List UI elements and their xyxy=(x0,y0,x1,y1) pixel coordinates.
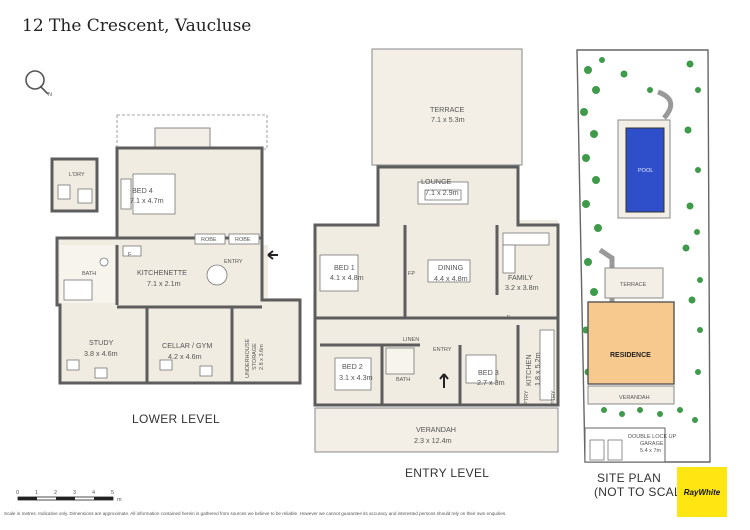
scale-tick-4: 4 xyxy=(92,490,95,496)
room-kitchenette: KITCHENETTE xyxy=(137,268,187,277)
site-garage-label-2: GARAGE xyxy=(640,441,664,447)
room-entry-hall: ENTRY xyxy=(433,347,452,353)
room-study: STUDY xyxy=(89,338,114,347)
site-residence-label: RESIDENCE xyxy=(610,352,651,359)
room-bath-entry: BATH xyxy=(396,377,410,383)
room-bed1-dim: 4.1 x 4.8m xyxy=(330,273,364,282)
room-bed3: BED 3 xyxy=(478,368,499,377)
room-bed2-dim: 3.1 x 4.3m xyxy=(339,373,373,382)
room-bath-lower: BATH xyxy=(82,271,96,277)
room-robe-2: ROBE xyxy=(235,237,251,243)
lower-level-plan: L'DRY BED 4 7.1 x 4 xyxy=(50,114,302,426)
room-family: FAMILY xyxy=(508,273,533,282)
room-lounge-dim: 7.1 x 2.9m xyxy=(425,188,459,197)
scale-tick-2: 2 xyxy=(54,490,57,496)
site-verandah-label: VERANDAH xyxy=(619,395,650,401)
room-cellar-dim: 4.2 x 4.6m xyxy=(168,352,202,361)
room-underhouse-1: UNDERHOUSE xyxy=(245,339,251,378)
disclaimer-text: Scale in metres. Indicative only. Dimens… xyxy=(4,511,507,516)
room-verandah: VERANDAH xyxy=(416,425,456,434)
room-ldry: L'DRY xyxy=(69,172,85,178)
site-garage-label-1: DOUBLE LOCK UP xyxy=(628,434,677,440)
room-underhouse-dim: 2.8 x 3.6m xyxy=(259,344,265,370)
room-bed2: BED 2 xyxy=(342,362,363,371)
room-verandah-dim: 2.3 x 12.4m xyxy=(414,436,452,445)
room-underhouse-2: STORAGE xyxy=(252,343,258,370)
scale-bar: 0 1 2 3 4 5 m xyxy=(16,490,122,503)
label-f-lower: F xyxy=(128,252,132,258)
room-entry-lower: ENTRY xyxy=(224,259,243,265)
label-lower-level: LOWER LEVEL xyxy=(132,412,220,426)
compass-label: N xyxy=(48,92,52,98)
label-ptry-1: PTRY xyxy=(524,390,530,405)
room-bed4: BED 4 xyxy=(132,186,153,195)
site-garage-dim: 5.4 x 7m xyxy=(640,448,662,454)
room-family-dim: 3.2 x 3.8m xyxy=(505,283,539,292)
raywhite-logo: RayWhite xyxy=(677,467,727,517)
room-study-dim: 3.8 x 4.6m xyxy=(84,349,118,358)
scale-tick-1: 1 xyxy=(35,490,38,496)
room-cellar: CELLAR / GYM xyxy=(162,341,212,350)
site-plan: POOL TERRACE RESIDENCE VERANDAH DOUBLE L… xyxy=(576,49,711,499)
room-bed3-dim: 2.7 x 3m xyxy=(477,378,505,387)
room-dining-dim: 4.4 x 4.8m xyxy=(434,274,468,283)
label-ptry-2: PTRY xyxy=(551,390,557,405)
scale-tick-5: 5 xyxy=(111,490,114,496)
page-title: 12 The Crescent, Vaucluse xyxy=(22,16,251,36)
room-linen: LINEN xyxy=(403,337,419,343)
room-dining: DINING xyxy=(438,263,464,272)
label-not-to-scale: (NOT TO SCALE) xyxy=(594,485,694,499)
room-lounge: LOUNGE xyxy=(421,177,452,186)
compass-icon: N xyxy=(25,70,52,98)
room-kitchen: KITCHEN xyxy=(524,354,533,386)
scale-tick-3: 3 xyxy=(73,490,76,496)
room-robe-1: ROBE xyxy=(201,237,217,243)
label-fp: FP xyxy=(408,271,415,277)
room-kitchenette-dim: 7.1 x 2.1m xyxy=(147,279,181,288)
scale-unit: m xyxy=(117,497,122,503)
tree-icons xyxy=(580,57,703,443)
site-pool-label: POOL xyxy=(638,168,653,174)
residence-block xyxy=(587,301,675,385)
label-site-plan: SITE PLAN xyxy=(597,471,661,485)
pool xyxy=(625,127,665,213)
room-terrace-dim: 7.1 x 5.3m xyxy=(431,115,465,124)
room-terrace: TERRACE xyxy=(430,105,465,114)
entry-level-plan: TERRACE 7.1 x 5.3m LOUNGE xyxy=(313,48,560,480)
room-kitchen-dim: 1.8 x 5.2m xyxy=(533,352,542,386)
room-bed4-dim: 7.1 x 4.7m xyxy=(130,196,164,205)
room-bed1: BED 1 xyxy=(334,263,355,272)
site-terrace-label: TERRACE xyxy=(620,282,647,288)
label-entry-level: ENTRY LEVEL xyxy=(405,466,489,480)
scale-tick-0: 0 xyxy=(16,490,19,496)
label-f-entry: F xyxy=(507,315,511,321)
